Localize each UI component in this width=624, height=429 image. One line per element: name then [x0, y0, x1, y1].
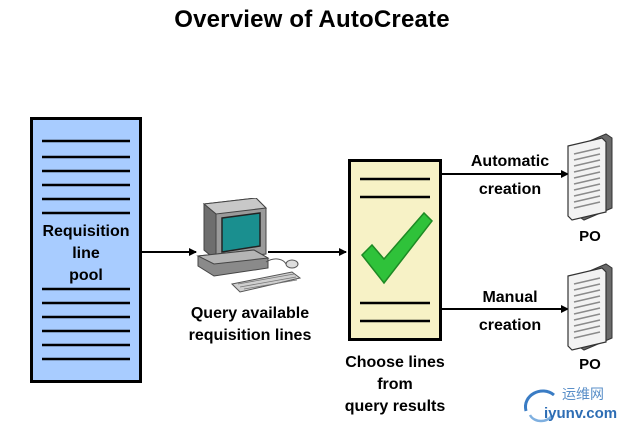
choose-label-line: query results	[344, 398, 446, 415]
automatic-label-line: Automatic	[470, 153, 550, 170]
po-document-icon-automatic	[567, 133, 613, 221]
watermark-logo-icon	[524, 389, 555, 423]
diagram-title: Overview of AutoCreate	[174, 6, 450, 33]
pool-label-line: pool	[69, 267, 103, 284]
automatic-label-line: creation	[478, 181, 542, 198]
checkmark-icon	[360, 211, 433, 285]
po-label-automatic: PO	[579, 228, 601, 245]
manual-label-line: creation	[478, 317, 542, 334]
requisition-pool-label: Requisition line pool	[30, 221, 142, 287]
manual-creation-label: Manual creation	[455, 284, 565, 340]
query-label-line: Query available	[190, 305, 310, 322]
pool-label-line: Requisition	[42, 223, 130, 240]
computer-icon	[196, 198, 302, 293]
choose-label-line: from	[377, 376, 413, 393]
po-label-manual: PO	[579, 356, 601, 373]
watermark-cn-text: 运维网	[562, 387, 604, 403]
choose-box-contents	[360, 177, 433, 323]
choose-label: Choose lines from query results	[320, 352, 470, 418]
po-document-icon-manual	[567, 263, 613, 351]
query-label-line: requisition lines	[188, 327, 312, 344]
watermark-en-text: iyunv.com	[544, 405, 618, 422]
requisition-pool-box	[30, 117, 142, 383]
pool-label-line: line	[72, 245, 100, 262]
manual-label-line: Manual	[482, 289, 538, 306]
choose-label-line: Choose lines	[345, 354, 445, 371]
query-label: Query available requisition lines	[170, 303, 330, 347]
pool-lines	[42, 139, 130, 361]
automatic-creation-label: Automatic creation	[455, 148, 565, 204]
